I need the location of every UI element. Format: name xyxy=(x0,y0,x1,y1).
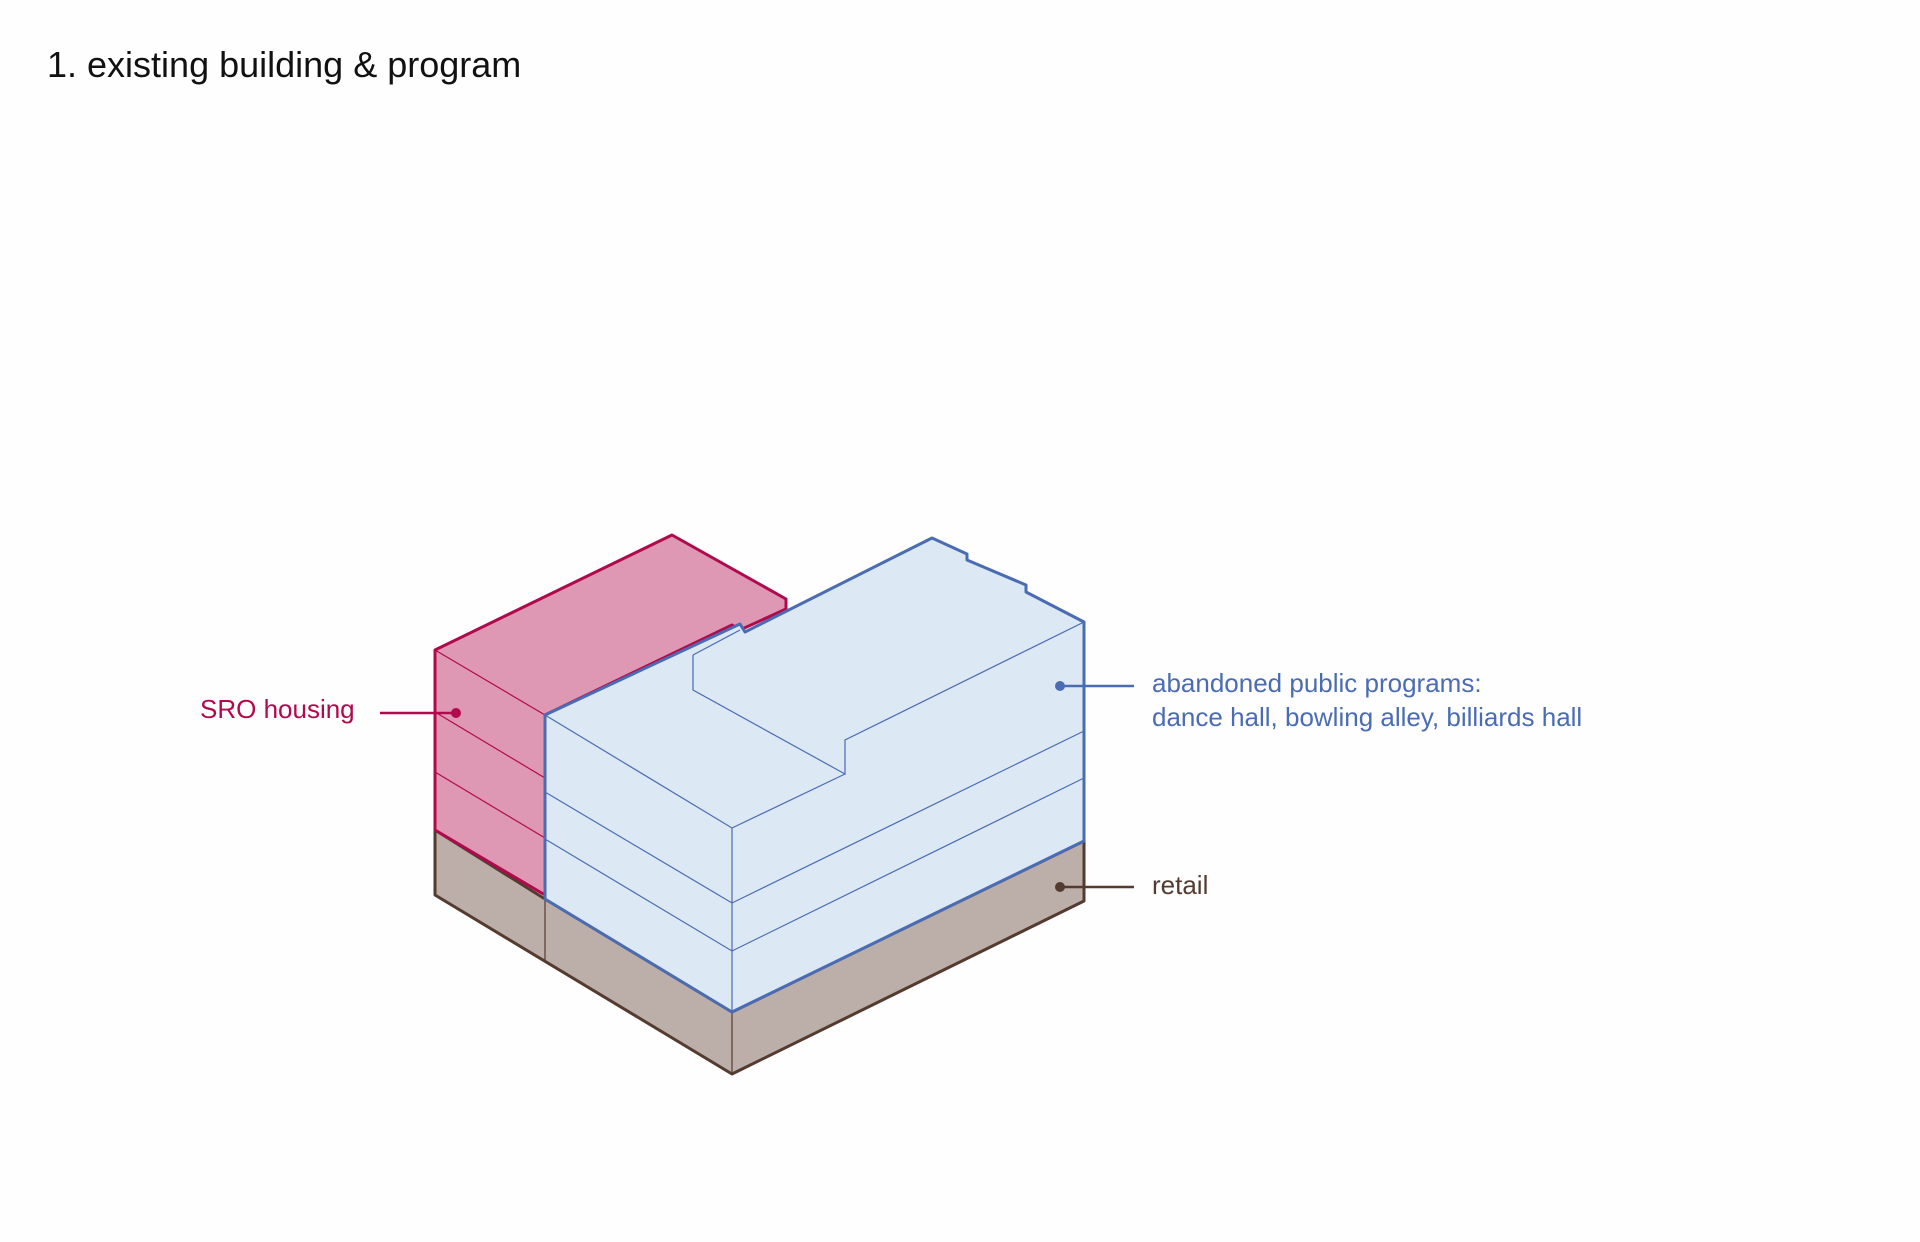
public-roof-edge xyxy=(692,629,741,656)
public-programs-block xyxy=(543,536,1086,1014)
retail-leader-dot xyxy=(1055,882,1065,892)
sro-housing-label: SRO housing xyxy=(200,694,355,724)
public-programs-label-line1: abandoned public programs: xyxy=(1152,668,1482,698)
leader-lines xyxy=(380,681,1134,892)
retail-label: retail xyxy=(1152,870,1209,900)
sro-floor-line xyxy=(434,711,546,779)
sro-floor-line xyxy=(434,649,546,716)
public-programs-label-line2: dance hall, bowling alley, billiards hal… xyxy=(1152,702,1583,732)
sro-floor-line xyxy=(434,771,546,839)
public-leader-dot xyxy=(1055,681,1065,691)
diagram-title: 1. existing building & program xyxy=(47,44,522,85)
sro-leader-dot xyxy=(451,708,461,718)
public-programs-label: abandoned public programs: dance hall, b… xyxy=(1152,666,1582,734)
